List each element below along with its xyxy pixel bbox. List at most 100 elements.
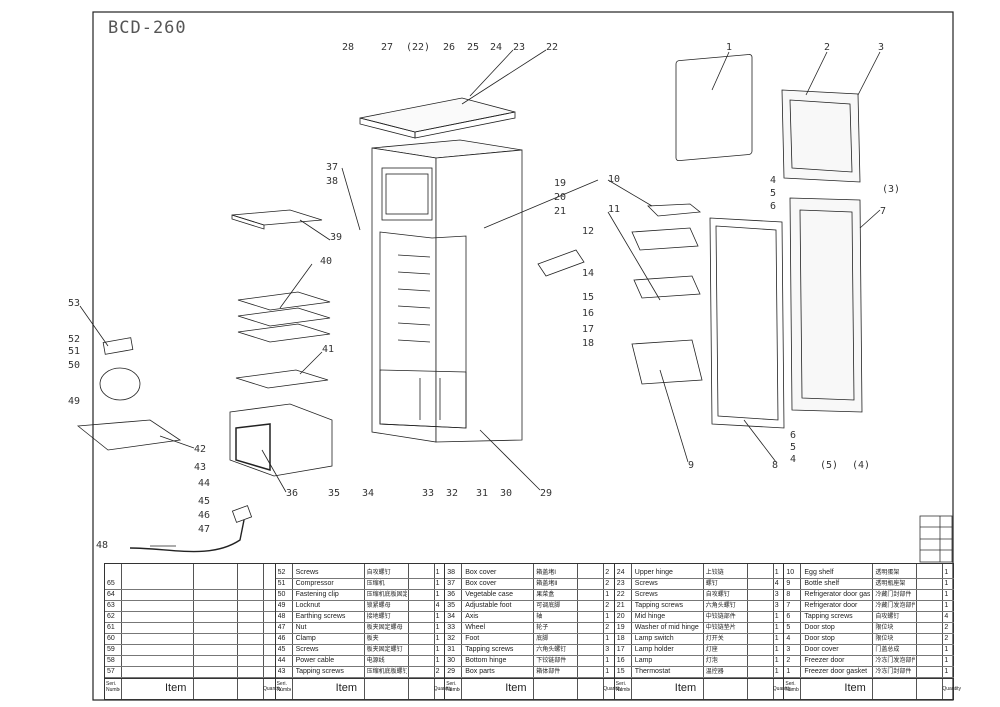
bom-qty: 1 bbox=[435, 580, 440, 587]
bom-seq: 46 bbox=[277, 635, 286, 642]
callout-25: 25 bbox=[467, 42, 479, 53]
bom-seq: 1 bbox=[786, 668, 791, 675]
bom-qty: 1 bbox=[774, 624, 779, 631]
callout-22: 22 bbox=[546, 42, 558, 53]
bom-qty: 1 bbox=[774, 657, 779, 664]
callout-52: 52 bbox=[68, 334, 80, 345]
bom-item-name: Wheel bbox=[465, 624, 486, 631]
bom-seq: 65 bbox=[107, 580, 115, 587]
bom-item-name: Thermostat bbox=[634, 668, 671, 675]
bom-seq: 18 bbox=[616, 635, 625, 642]
bom-item-name: Locknut bbox=[295, 602, 321, 609]
bom-item-cn: 板夹 bbox=[366, 636, 379, 642]
bom-seq: 4 bbox=[786, 635, 791, 642]
bom-item-name: Power cable bbox=[295, 657, 335, 664]
bom-item-name: Refrigerator door gasket bbox=[804, 591, 871, 598]
bom-header-qty: Quantity bbox=[603, 686, 622, 692]
bom-qty: 4 bbox=[944, 613, 949, 620]
bom-seq: 24 bbox=[616, 569, 625, 576]
bom-seq: 47 bbox=[277, 624, 286, 631]
bom-seq: 30 bbox=[447, 657, 455, 664]
bom-item-cn: 果菜盒 bbox=[536, 592, 555, 598]
bom-seq: 29 bbox=[447, 668, 455, 675]
bottle-shelf-c bbox=[631, 339, 703, 385]
bom-item-name: Box cover bbox=[465, 569, 497, 576]
bom-item-name: Lamp holder bbox=[634, 646, 674, 653]
start-relay bbox=[102, 337, 134, 355]
bom-seq: 6 bbox=[786, 613, 791, 620]
cabinet-body bbox=[371, 139, 523, 443]
callout-42: 42 bbox=[194, 444, 206, 455]
callout-33: 33 bbox=[422, 488, 434, 499]
callout-49: 49 bbox=[68, 396, 80, 407]
bom-qty: 1 bbox=[605, 657, 610, 664]
bom-item-name: Washer of mid hinge bbox=[634, 624, 699, 631]
top-cover bbox=[359, 97, 516, 133]
bom-header-item: Item bbox=[505, 683, 527, 693]
bom-seq: 8 bbox=[786, 591, 791, 598]
bom-qty: 1 bbox=[944, 646, 949, 653]
callout-8: 8 bbox=[772, 460, 778, 471]
callout-43: 43 bbox=[194, 462, 206, 473]
bom-header-item: Item bbox=[674, 683, 697, 693]
compressor bbox=[99, 367, 141, 401]
bom-item-name: Bottle shelf bbox=[804, 580, 840, 587]
callout-34: 34 bbox=[362, 488, 374, 499]
bom-seq: 61 bbox=[107, 624, 115, 631]
bom-item-name: Screws bbox=[295, 569, 319, 576]
callout-32: 32 bbox=[446, 488, 458, 499]
bom-item-name: Axis bbox=[465, 613, 479, 620]
callout-51: 51 bbox=[68, 346, 80, 357]
bom-item-cn: 箱体部件 bbox=[536, 669, 561, 675]
bom-item-name: Foot bbox=[465, 635, 480, 642]
bom-seq: 17 bbox=[616, 646, 625, 653]
freezer-door bbox=[781, 89, 861, 183]
bom-qty: 1 bbox=[774, 646, 779, 653]
bom-item-cn: 可调底脚 bbox=[536, 603, 561, 609]
bom-item-name: Door stop bbox=[804, 635, 835, 642]
bom-item-cn: 六角头螺钉 bbox=[705, 603, 736, 609]
bom-qty: 1 bbox=[435, 635, 440, 642]
bom-seq: 63 bbox=[107, 602, 115, 609]
callout-4: 4 bbox=[770, 175, 776, 186]
bom-qty: 2 bbox=[944, 635, 949, 642]
callout-3-ref: (3) bbox=[882, 184, 900, 195]
bom-item-name: Vegetable case bbox=[465, 591, 514, 598]
bom-qty: 1 bbox=[944, 569, 949, 576]
bom-seq: 62 bbox=[107, 613, 115, 620]
callout-4-lower: 4 bbox=[790, 454, 796, 465]
callout-39: 39 bbox=[330, 232, 342, 243]
refrigerator-door bbox=[789, 197, 863, 413]
bom-qty: 1 bbox=[944, 657, 949, 664]
callout-14: 14 bbox=[582, 268, 594, 279]
bom-qty: 2 bbox=[605, 602, 610, 609]
bom-item-name: Freezer door bbox=[804, 657, 845, 664]
bom-qty: 1 bbox=[605, 591, 610, 598]
bottle-shelf-b bbox=[633, 275, 701, 299]
bom-item-name: Door cover bbox=[804, 646, 839, 653]
bom-item-cn: 中铰链垫片 bbox=[705, 625, 736, 631]
bom-seq: 59 bbox=[107, 646, 115, 653]
bom-seq: 32 bbox=[447, 635, 455, 642]
callout-labels: 1 2 3 4 5 6 7 8 9 10 11 12 14 15 16 17 1… bbox=[68, 42, 900, 551]
bom-item-cn: 螺钉 bbox=[705, 581, 718, 587]
glass-shelf-40a bbox=[237, 291, 331, 311]
bom-header-seq: Seri. Number bbox=[276, 681, 291, 693]
drawing-title: BCD-260 bbox=[108, 18, 187, 38]
egg-shelf bbox=[647, 203, 702, 217]
bom-item-name: Lamp bbox=[634, 657, 653, 664]
bom-seq: 16 bbox=[616, 657, 625, 664]
bom-item-name: Adjustable foot bbox=[465, 602, 512, 609]
bom-item-name: Fastening clip bbox=[295, 591, 339, 598]
bom-seq: 9 bbox=[786, 580, 791, 587]
bom-item-name: Screws bbox=[634, 580, 658, 587]
bom-seq: 10 bbox=[786, 569, 795, 576]
callout-12: 12 bbox=[582, 226, 594, 237]
callout-7: 7 bbox=[880, 206, 886, 217]
refrigerator-gasket bbox=[709, 217, 785, 429]
bom-item-name: Box cover bbox=[465, 580, 497, 587]
bom-qty: 1 bbox=[944, 591, 949, 598]
glass-shelf-39 bbox=[231, 209, 323, 226]
bom-header-seq: Seri. Number bbox=[106, 681, 120, 693]
